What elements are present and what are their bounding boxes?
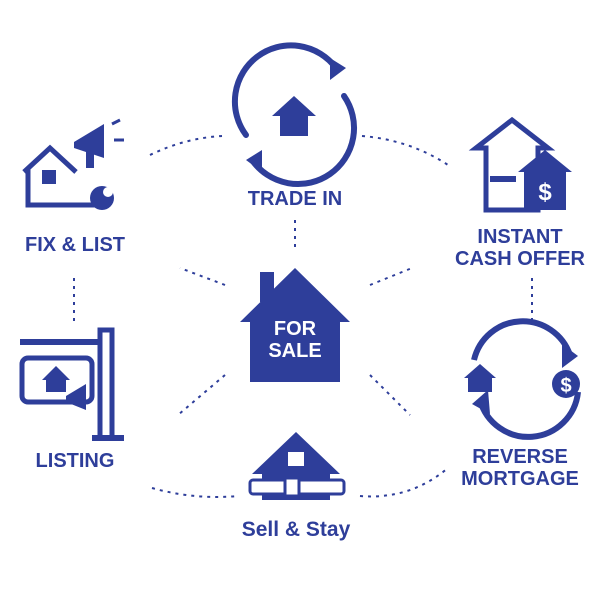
- instant-cash-offer-label: INSTANT CASH OFFER: [440, 226, 600, 270]
- for-sale-line2: SALE: [268, 340, 322, 362]
- house-cycle-arrows-icon: [231, 42, 357, 188]
- sell-stay-label: Sell & Stay: [241, 518, 351, 541]
- for-sale-line1: FOR: [273, 318, 317, 340]
- listing-label: LISTING: [35, 450, 115, 472]
- connector-center-listing: [177, 374, 226, 416]
- instant-cash-line2: CASH OFFER: [455, 248, 585, 270]
- connector-trade-cash: [361, 135, 449, 166]
- instant-cash-line1: INSTANT: [477, 226, 563, 248]
- connector-center-reverse: [369, 374, 411, 416]
- reverse-mortgage-label: REVERSE MORTGAGE: [440, 446, 600, 490]
- connector-sell-reverse: [359, 467, 449, 498]
- houses-dollar-icon: $: [468, 116, 572, 213]
- connector-listing-sell: [151, 487, 239, 498]
- svg-text:$: $: [560, 375, 571, 397]
- connector-center-fix: [179, 267, 226, 286]
- connector-lines: [73, 135, 533, 498]
- fix-list-label: FIX & LIST: [25, 234, 125, 256]
- house-megaphone-wrench-icon: [22, 118, 124, 210]
- reverse-line1: REVERSE: [472, 446, 568, 468]
- house-belt-icon: [248, 432, 346, 500]
- trade-in-label: TRADE IN: [247, 188, 343, 210]
- reverse-line2: MORTGAGE: [461, 468, 579, 490]
- for-sale-label: FOR SALE: [258, 318, 332, 362]
- listing-sign-icon: [19, 327, 124, 441]
- connector-center-cash: [369, 267, 413, 286]
- house-dollar-cycle-icon: $: [464, 318, 581, 440]
- for-sale-house-icon: [240, 268, 350, 382]
- svg-text:$: $: [538, 179, 552, 206]
- connector-fix-trade: [149, 135, 223, 156]
